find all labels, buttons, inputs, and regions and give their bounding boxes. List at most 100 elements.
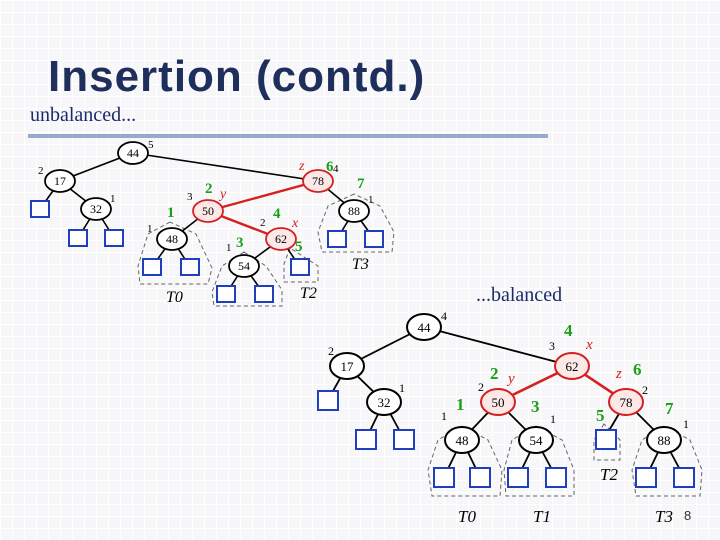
external-node — [142, 258, 162, 276]
external-node — [180, 258, 200, 276]
node-height: 2 — [260, 217, 266, 229]
node-height: 1 — [368, 194, 374, 206]
tree-node — [406, 313, 442, 341]
node-height: 1 — [110, 193, 116, 205]
external-node — [545, 467, 567, 488]
external-node — [30, 200, 50, 218]
external-node — [290, 258, 310, 276]
subtree-outline-t0 — [137, 221, 213, 285]
node-key: 62 — [275, 232, 287, 246]
external-node — [673, 467, 695, 488]
subtree-outline-t1 — [503, 425, 575, 497]
node-height: 1 — [550, 412, 556, 426]
step-number: 2 — [490, 364, 499, 383]
page-number: 8 — [684, 508, 692, 523]
external-node — [254, 285, 274, 303]
unbalanced-tree: 44 17 32 78 50 88 48 62 54 5 2 1 4 3 1 1… — [30, 139, 395, 307]
node-role-label: z — [615, 366, 622, 382]
tree-node — [366, 388, 402, 416]
step-number: 5 — [596, 406, 605, 425]
tree-node — [80, 197, 112, 221]
tree-node — [302, 169, 334, 193]
tree-node — [338, 199, 370, 223]
node-height: 2 — [478, 380, 484, 394]
edge — [423, 326, 573, 367]
node-key: 44 — [418, 320, 432, 335]
node-height: 1 — [441, 409, 447, 423]
tree-node — [444, 426, 480, 454]
external-node — [364, 230, 384, 248]
subtitle-balanced: ...balanced — [476, 284, 563, 306]
step-number: 2 — [205, 181, 213, 197]
node-key: 88 — [658, 433, 671, 448]
step-number: 5 — [295, 239, 303, 255]
subtree-outline-t3 — [631, 425, 703, 497]
node-height: 1 — [226, 242, 232, 254]
node-height: 5 — [148, 139, 154, 151]
node-key: 48 — [166, 232, 178, 246]
node-key: 50 — [202, 204, 214, 218]
node-key: 62 — [566, 359, 579, 374]
tree-node — [608, 388, 644, 416]
slide-title: Insertion (contd.) — [48, 52, 426, 101]
node-height: 4 — [441, 309, 447, 323]
balanced-tree: 44 17 32 62 50 78 48 54 88 4 2 1 3 2 2 1… — [317, 309, 703, 526]
node-key: 50 — [492, 395, 505, 410]
node-key: 54 — [530, 433, 544, 448]
external-node — [216, 285, 236, 303]
node-height: 2 — [328, 344, 334, 358]
node-height: 3 — [187, 191, 193, 203]
node-key: 88 — [348, 204, 360, 218]
node-height: 1 — [683, 417, 689, 431]
subtree-label: T2 — [600, 465, 618, 484]
node-height: 2 — [642, 383, 648, 397]
imbalance-path-edge — [207, 179, 319, 213]
subtree-label: T0 — [458, 507, 476, 526]
external-node — [595, 429, 617, 450]
tree-node — [329, 352, 365, 380]
node-role-label: z — [298, 159, 305, 174]
step-number: 4 — [564, 321, 573, 340]
subtree-label: T3 — [655, 507, 673, 526]
step-number: 1 — [456, 395, 465, 414]
node-height: 2 — [38, 165, 44, 177]
node-key: 32 — [90, 202, 102, 216]
external-node — [433, 467, 455, 488]
node-height: 1 — [147, 223, 153, 235]
external-node — [355, 429, 377, 450]
step-number: 6 — [633, 360, 642, 379]
node-key: 32 — [378, 395, 391, 410]
tree-node — [518, 426, 554, 454]
subtitle-unbalanced: unbalanced... — [30, 104, 137, 126]
external-node — [393, 429, 415, 450]
subtree-label: T0 — [166, 289, 183, 306]
external-node — [507, 467, 529, 488]
external-node — [68, 229, 88, 247]
subtree-outline-t2 — [283, 247, 319, 283]
node-role-label: y — [506, 371, 515, 387]
subtree-outline-t3 — [317, 193, 395, 253]
subtree-label: T3 — [352, 256, 369, 273]
node-key: 54 — [238, 259, 250, 273]
external-node — [469, 467, 491, 488]
tree-node — [480, 388, 516, 416]
subtree-outline-t1 — [211, 251, 283, 307]
external-node — [104, 229, 124, 247]
subtree-outline-t0 — [427, 425, 503, 497]
step-number: 3 — [236, 235, 244, 251]
tree-node — [228, 254, 260, 278]
node-key: 78 — [620, 395, 633, 410]
node-key: 44 — [127, 146, 139, 160]
node-role-label: x — [291, 216, 299, 231]
subtree-label: T1 — [533, 507, 551, 526]
tree-node — [117, 141, 149, 165]
step-number: 7 — [357, 176, 365, 192]
node-role-label: y — [218, 187, 227, 202]
step-number: 3 — [531, 397, 540, 416]
step-number: 4 — [273, 206, 281, 222]
node-key: 78 — [312, 174, 324, 188]
node-height: 4 — [333, 163, 339, 175]
node-key: 17 — [54, 174, 66, 188]
node-height: 3 — [549, 339, 555, 353]
